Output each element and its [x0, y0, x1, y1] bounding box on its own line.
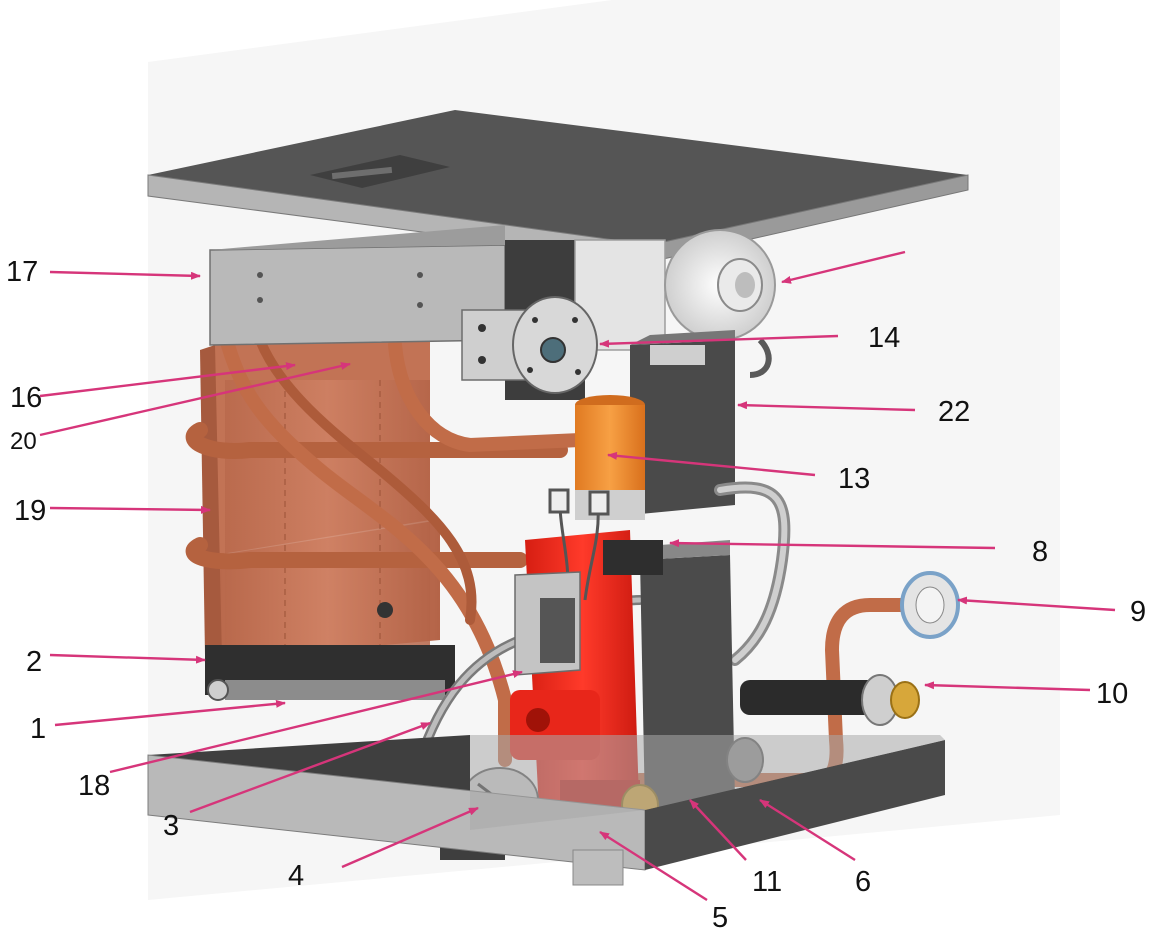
callout-label-2: 2 [26, 646, 43, 678]
callout-arrow-20 [39, 362, 351, 437]
callout-label-16: 16 [10, 382, 43, 414]
callout-arrow-4 [341, 806, 479, 869]
callout-label-18: 18 [78, 770, 111, 802]
callout-arrow-19 [49, 505, 211, 514]
pressure-switch [461, 296, 598, 394]
callout-arrow-2 [49, 653, 206, 664]
fan-housing-left [209, 225, 506, 346]
callout-label-9: 9 [1130, 596, 1147, 628]
callout-arrows [39, 250, 1116, 902]
callout-arrow-17 [49, 270, 201, 280]
pump-wires [548, 488, 610, 601]
callout-label-3: 3 [163, 810, 180, 842]
callout-arrow-18 [109, 670, 523, 774]
callout-arrow-22 [737, 401, 916, 412]
callout-arrow-10 [924, 681, 1091, 692]
callout-label-22: 22 [938, 396, 971, 428]
base-plate [147, 735, 945, 886]
callout-arrow-14 [599, 334, 839, 348]
callout-label-4: 4 [288, 860, 305, 892]
callout-arrow-8 [669, 539, 996, 550]
callout-label-10: 10 [1096, 678, 1129, 710]
callout-label-14: 14 [868, 322, 901, 354]
fan-unit [574, 229, 776, 378]
callout-label-6: 6 [855, 866, 872, 898]
callout-arrow-1 [54, 699, 286, 727]
bracket-panel [514, 571, 581, 676]
left-frame [205, 645, 455, 701]
filter-cylinder [575, 395, 645, 520]
callout-label-11: 11 [752, 866, 783, 898]
callout-label-13: 13 [838, 463, 871, 495]
callout-label-8: 8 [1032, 536, 1049, 568]
callout-label-19: 19 [14, 495, 47, 527]
callout-arrow-16 [39, 362, 296, 398]
callout-arrow-9 [957, 596, 1116, 612]
callout-arrow-3 [189, 721, 431, 814]
callout-arrow-13 [607, 451, 816, 477]
callout-arrow-6 [759, 798, 856, 862]
callout-arrow-11 [689, 799, 747, 861]
callout-label-17: 17 [6, 256, 39, 288]
callout-arrow-5 [599, 830, 708, 902]
callout-arrow-top-right [781, 250, 906, 284]
callout-label-1: 1 [30, 713, 47, 745]
callout-label-5: 5 [712, 902, 729, 934]
callout-label-20: 20 [10, 428, 37, 455]
